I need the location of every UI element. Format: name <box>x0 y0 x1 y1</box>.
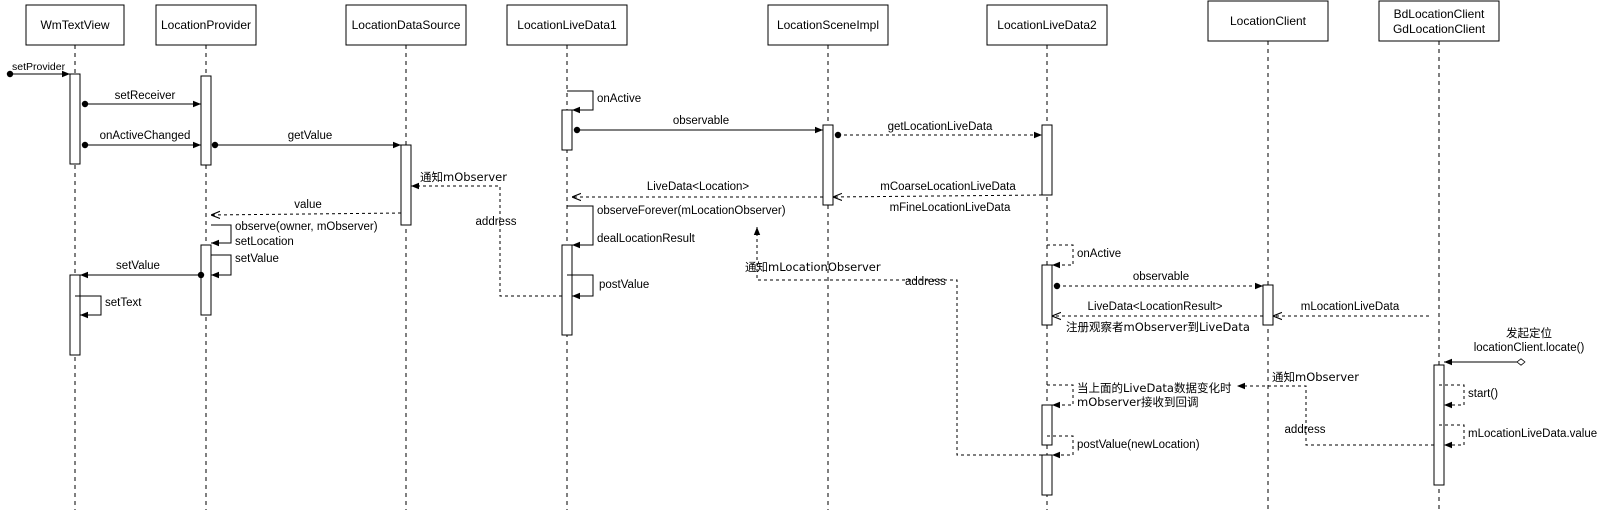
svg-text:LocationSceneImpl: LocationSceneImpl <box>777 18 879 32</box>
svg-text:mFineLocationLiveData: mFineLocationLiveData <box>890 202 1011 214</box>
svg-text:observable: observable <box>673 115 729 127</box>
note-register-observer: 注册观察者mObserver到LiveData <box>1066 320 1250 334</box>
svg-text:mCoarseLocationLiveData: mCoarseLocationLiveData <box>880 181 1016 193</box>
participant-locationsceneimpl: LocationSceneImpl <box>767 4 889 46</box>
msg-get-value: getValue <box>211 130 401 149</box>
msg-on-active-changed: onActiveChanged <box>81 130 201 149</box>
svg-text:mObserver接收到回调: mObserver接收到回调 <box>1077 395 1198 409</box>
msg-notify-observer-client: 通知mObserver address <box>1237 370 1434 446</box>
svg-text:setValue: setValue <box>235 253 279 265</box>
msg-on-active-2: onActive <box>1047 244 1121 269</box>
participant-locationlivedata1: LocationLiveData1 <box>506 4 628 46</box>
msg-observable-2: observable <box>1053 271 1263 290</box>
participant-bd-gd-locationclient: BdLocationClient GdLocationClient <box>1378 0 1500 42</box>
svg-text:address: address <box>905 276 946 288</box>
msg-post-value-new-location: postValue(newLocation) <box>1047 435 1200 459</box>
svg-text:LocationLiveData2: LocationLiveData2 <box>997 18 1097 32</box>
msg-live-data-location: LiveData<Location> <box>572 181 823 197</box>
msg-m-location-live-data: mLocationLiveData <box>1273 301 1429 316</box>
svg-text:当上面的LiveData数据变化时: 当上面的LiveData数据变化时 <box>1077 381 1232 395</box>
msg-set-provider: setProvider <box>6 61 70 78</box>
msg-post-value: postValue <box>567 274 649 300</box>
svg-text:locationClient.locate(): locationClient.locate() <box>1474 342 1585 354</box>
svg-text:通知mLocationObserver: 通知mLocationObserver <box>745 260 881 274</box>
svg-text:setProvider: setProvider <box>12 61 66 73</box>
msg-set-value-self: setValue <box>211 253 279 279</box>
msg-set-text: setText <box>75 295 142 319</box>
svg-text:mLocationLiveData.value: mLocationLiveData.value <box>1468 428 1597 440</box>
msg-observable-1: observable <box>573 115 823 134</box>
svg-text:start(): start() <box>1468 388 1498 400</box>
svg-text:通知mObserver: 通知mObserver <box>1272 370 1359 384</box>
svg-text:address: address <box>1285 424 1326 436</box>
svg-text:address: address <box>476 216 517 228</box>
svg-text:LocationDataSource: LocationDataSource <box>352 18 461 32</box>
svg-text:发起定位: 发起定位 <box>1506 326 1552 340</box>
svg-text:LocationProvider: LocationProvider <box>161 18 251 32</box>
participant-wmtextview: WmTextView <box>25 4 125 46</box>
svg-text:setText: setText <box>105 297 142 309</box>
participant-locationprovider: LocationProvider <box>155 4 257 46</box>
svg-text:通知mObserver: 通知mObserver <box>420 170 507 184</box>
msg-get-location-live-data: getLocationLiveData <box>834 121 1042 139</box>
svg-text:LiveData<Location>: LiveData<Location> <box>647 181 750 193</box>
svg-text:onActiveChanged: onActiveChanged <box>100 130 191 142</box>
participant-locationdatasource: LocationDataSource <box>345 4 467 46</box>
msg-coarse-fine-live-data: mCoarseLocationLiveData mFineLocationLiv… <box>833 181 1043 214</box>
svg-text:LiveData<LocationResult>: LiveData<LocationResult> <box>1088 301 1223 313</box>
svg-text:postValue(newLocation): postValue(newLocation) <box>1077 439 1200 451</box>
svg-text:getLocationLiveData: getLocationLiveData <box>888 121 993 133</box>
participant-locationclient: LocationClient <box>1207 0 1329 42</box>
svg-text:onActive: onActive <box>597 93 641 105</box>
msg-value-return: value <box>211 199 402 215</box>
svg-text:value: value <box>294 199 322 211</box>
svg-text:mLocationLiveData: mLocationLiveData <box>1301 301 1400 313</box>
svg-text:setLocation: setLocation <box>235 236 294 248</box>
svg-text:dealLocationResult: dealLocationResult <box>597 233 696 245</box>
svg-text:LocationClient: LocationClient <box>1230 14 1307 28</box>
msg-start-locate: 发起定位 locationClient.locate() <box>1444 326 1585 366</box>
svg-text:getValue: getValue <box>288 130 333 142</box>
participant-locationlivedata2: LocationLiveData2 <box>986 4 1108 46</box>
svg-text:onActive: onActive <box>1077 248 1121 260</box>
msg-start: start() <box>1439 384 1498 409</box>
msg-observe-setlocation: observe(owner, mObserver) setLocation <box>211 221 378 248</box>
svg-text:LocationLiveData1: LocationLiveData1 <box>517 18 617 32</box>
svg-text:setValue: setValue <box>116 260 160 272</box>
msg-set-receiver: setReceiver <box>81 90 201 108</box>
msg-m-location-live-data-value: mLocationLiveData.value <box>1439 424 1597 449</box>
svg-text:postValue: postValue <box>599 279 649 291</box>
activations <box>69 73 1445 496</box>
msg-notify-observer-datasource: 通知mObserver address <box>411 170 562 297</box>
msg-observe-forever: observeForever(mLocationObserver) dealLo… <box>567 205 786 249</box>
msg-on-active-1: onActive <box>567 90 641 114</box>
svg-text:observable: observable <box>1133 271 1189 283</box>
msg-live-data-location-result: LiveData<LocationResult> <box>1052 301 1263 316</box>
svg-text:setReceiver: setReceiver <box>115 90 176 102</box>
svg-text:BdLocationClient: BdLocationClient <box>1394 7 1485 21</box>
svg-text:observeForever(mLocationObserv: observeForever(mLocationObserver) <box>597 205 786 217</box>
msg-notify-location-observer: 通知mLocationObserver address <box>745 227 1042 456</box>
msg-when-data-changed: 当上面的LiveData数据变化时 mObserver接收到回调 <box>1047 381 1232 409</box>
msg-set-value-to-view: setValue <box>80 260 205 279</box>
svg-text:注册观察者mObserver到LiveData: 注册观察者mObserver到LiveData <box>1066 320 1250 334</box>
svg-text:observe(owner, mObserver): observe(owner, mObserver) <box>235 221 378 233</box>
svg-text:GdLocationClient: GdLocationClient <box>1393 22 1486 36</box>
svg-text:WmTextView: WmTextView <box>40 18 109 32</box>
